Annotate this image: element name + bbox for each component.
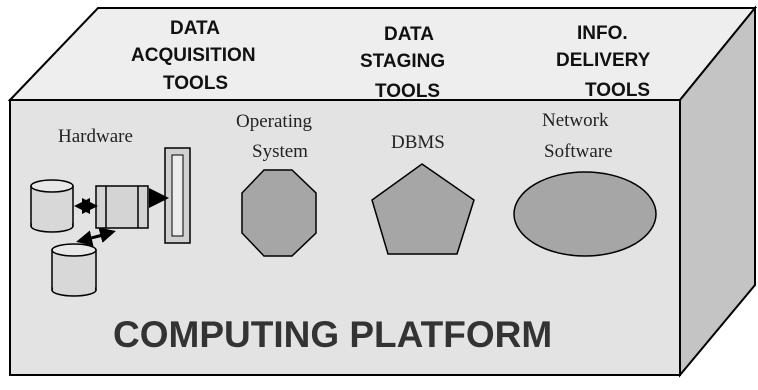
data-acquisition-tools-label: DATA: [170, 18, 220, 39]
network-software-label: Software: [544, 141, 613, 162]
hardware-icon: [30, 147, 191, 297]
operating-system-label: Operating: [236, 111, 312, 132]
data-acquisition-tools-label: TOOLS: [163, 73, 229, 94]
disk-cylinder-lower-icon: [51, 243, 97, 297]
operating-system-label: System: [252, 141, 308, 162]
data-staging-tools-label: TOOLS: [375, 81, 441, 102]
ellipse-shape: [513, 171, 657, 257]
info-delivery-tools-label: DELIVERY: [556, 50, 651, 71]
computing-platform-title: COMPUTING PLATFORM: [113, 314, 553, 355]
data-staging-tools-label: DATA: [384, 24, 434, 45]
info-delivery-tools-label: INFO.: [577, 23, 628, 44]
data-staging-tools-label: STAGING: [360, 51, 446, 72]
data-acquisition-tools-label: ACQUISITION: [131, 45, 256, 66]
disk-cylinder-upper-icon: [30, 179, 74, 233]
hardware-label: Hardware: [58, 126, 133, 147]
dbms-label: DBMS: [391, 132, 445, 153]
arrow-connector-icon: [76, 230, 111, 247]
info-delivery-tools-label: TOOLS: [585, 80, 651, 101]
network-software-label: Network: [542, 110, 609, 131]
octagon-shape: [241, 169, 317, 257]
processor-scroll-icon: [95, 185, 149, 229]
server-rack-icon: [164, 147, 191, 244]
pentagon-shape: [371, 163, 475, 255]
